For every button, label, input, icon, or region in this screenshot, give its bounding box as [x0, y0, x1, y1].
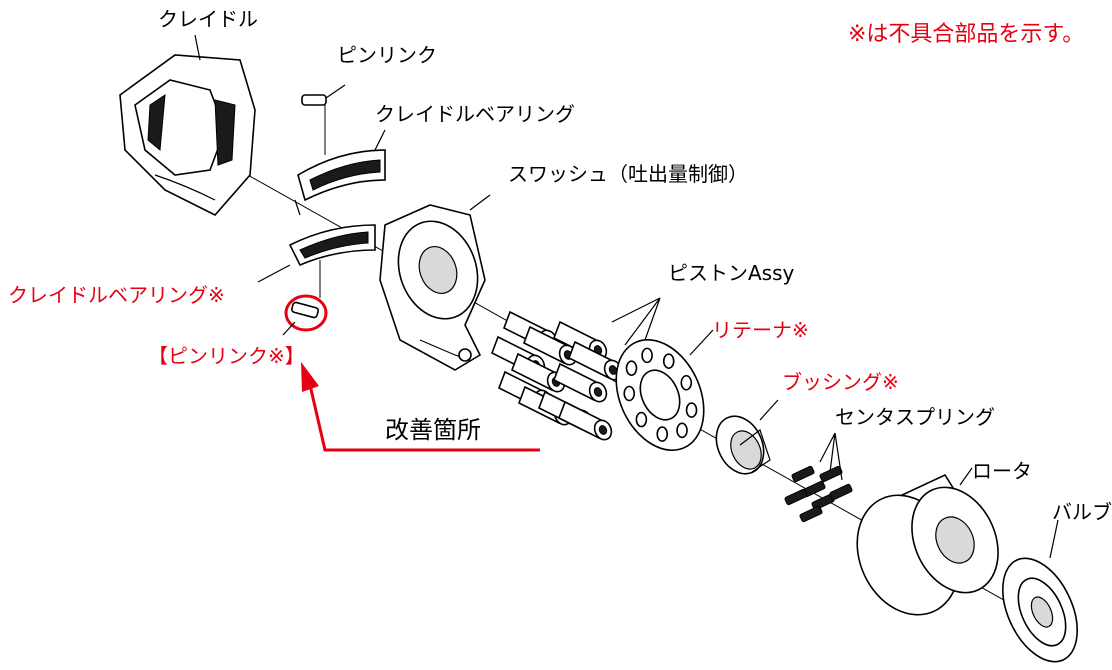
retainer-hole	[656, 426, 669, 442]
swash-label: スワッシュ（吐出量制御）	[508, 162, 748, 186]
retainer-label: リテーナ※	[712, 318, 809, 342]
swash-plate-part	[379, 194, 491, 371]
bushing-label: ブッシング※	[782, 370, 899, 394]
retainer-hole	[662, 353, 675, 369]
cradle-bearing-upper-part	[294, 129, 386, 216]
piston-cylinder	[552, 362, 608, 403]
retainer-hole	[623, 385, 636, 402]
retainer-hole	[635, 411, 648, 428]
cradle-part	[119, 34, 256, 216]
pin-link-upper-part	[301, 84, 346, 155]
spring-coil	[791, 465, 815, 483]
rotor-label: ロータ	[972, 459, 1032, 483]
defect-highlight-circle	[284, 294, 328, 332]
retainer-hole	[685, 402, 698, 418]
cradle-label: クレイドル	[158, 7, 258, 31]
center-spring-label: センタスプリング	[835, 405, 995, 429]
cradle-bearing-lower-part	[257, 224, 376, 283]
valve-part	[1002, 519, 1078, 663]
spring-coil	[829, 483, 853, 501]
retainer-hole	[641, 347, 653, 364]
cradle-bearing-defect-label: クレイドルベアリング※	[8, 283, 225, 307]
pin-link-label: ピンリンク	[337, 43, 437, 67]
spring-coil	[784, 488, 808, 506]
piston-assy-part	[490, 297, 661, 441]
retainer-hole	[676, 422, 688, 439]
spring-coil	[799, 505, 823, 523]
cradle-bearing-label: クレイドルベアリング	[375, 102, 575, 126]
pin-link-defect-label: 【ピンリンク※】	[148, 344, 305, 368]
center-spring-part	[784, 432, 853, 523]
retainer-hole	[680, 374, 693, 391]
defect-note: ※は不具合部品を示す。	[848, 22, 1085, 47]
improvement-arrow	[301, 362, 540, 452]
piston-cylinder	[557, 400, 613, 441]
retainer-hole	[625, 360, 638, 376]
rotor-part	[856, 467, 999, 616]
bushing-part	[715, 399, 779, 475]
valve-label: バルブ	[1052, 500, 1112, 524]
improvement-point-label: 改善箇所	[385, 416, 481, 444]
piston-assy-label: ピストンAssy	[668, 261, 795, 285]
pin-link-lower-part	[282, 260, 328, 336]
retainer-part	[615, 329, 714, 452]
